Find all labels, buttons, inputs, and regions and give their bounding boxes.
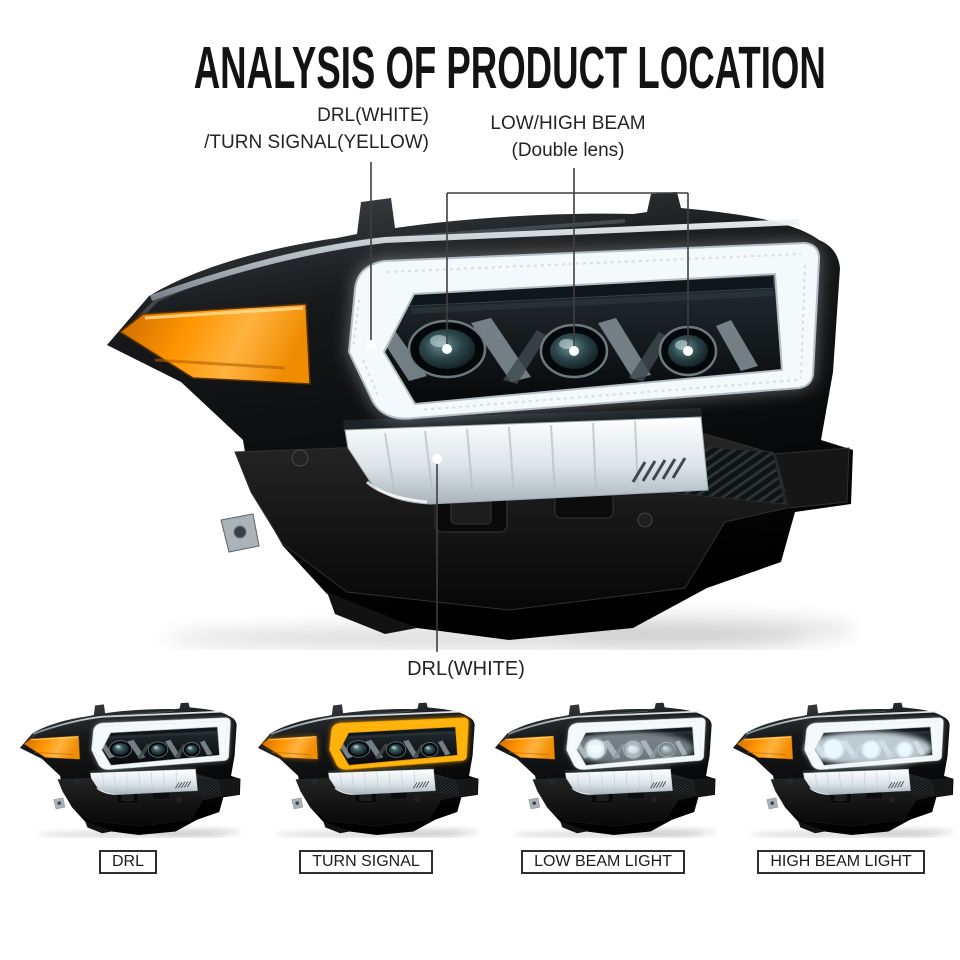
variant-label-high-beam: HIGH BEAM LIGHT [757, 850, 925, 874]
thumbnail-low-beam [488, 702, 718, 838]
thumbnail-turn-signal [251, 702, 481, 838]
variant-label-drl: DRL [98, 850, 157, 874]
callout-drl-turn-signal-label: DRL(WHITE) /TURN SIGNAL(YELLOW) [183, 102, 429, 156]
headlight-main-illustration [85, 190, 860, 650]
variant-label-turn-signal: TURN SIGNAL [299, 850, 433, 874]
variant-turn-signal: TURN SIGNAL [251, 702, 481, 874]
variant-high-beam: HIGH BEAM LIGHT [726, 702, 956, 874]
callout-drl-turn-line1: DRL(WHITE) [317, 105, 429, 126]
callout-drl-bottom-label: DRL(WHITE) [366, 656, 566, 683]
callout-beam-line1: LOW/HIGH BEAM [490, 113, 646, 134]
variant-label-low-beam: LOW BEAM LIGHT [521, 850, 685, 874]
callout-drl-bottom-text: DRL(WHITE) [407, 658, 525, 680]
page-title: ANALYSIS OF PRODUCT LOCATION [193, 35, 826, 101]
callout-drl-turn-line2: /TURN SIGNAL(YELLOW) [204, 132, 429, 153]
variant-low-beam: LOW BEAM LIGHT [488, 702, 718, 874]
callout-beam-line2: (Double lens) [511, 140, 625, 161]
thumbnail-drl [13, 702, 243, 838]
callout-low-high-beam-label: LOW/HIGH BEAM (Double lens) [468, 110, 668, 164]
thumbnail-high-beam [726, 702, 956, 838]
variant-drl: DRL [13, 702, 243, 874]
